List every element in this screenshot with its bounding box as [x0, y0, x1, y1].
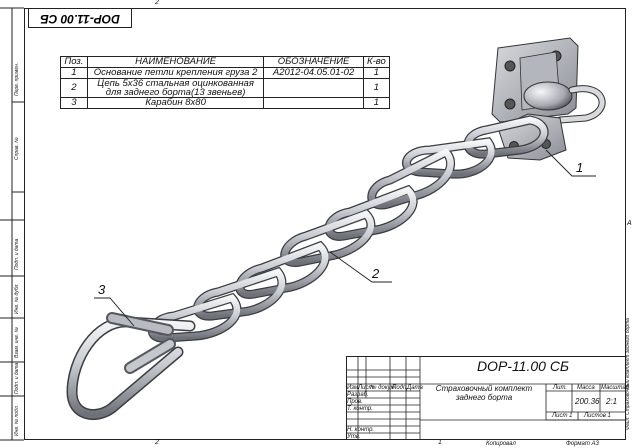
zone-mark-right: A	[627, 220, 632, 227]
leader-1	[545, 149, 596, 177]
leader-2	[329, 251, 392, 283]
leader-3	[94, 297, 135, 327]
row-qty: 1	[362, 97, 391, 109]
tb-header-list: Лист	[358, 385, 374, 391]
callout-1: 1	[576, 160, 584, 175]
row-name: Карабин 8х80	[86, 97, 265, 109]
zone-mark-bottom-mid: 1	[438, 439, 442, 446]
table-row: 1 Основание петли крепления груза 2 А201…	[60, 67, 391, 79]
callout-3: 3	[98, 282, 106, 297]
tb-scale-label: Масштаб	[601, 385, 630, 391]
parts-table: Поз. НАИМЕНОВАНИЕ ОБОЗНАЧЕНИЕ К-во 1 Осн…	[60, 56, 391, 109]
tb-sheet: Лист 1	[552, 413, 573, 419]
tb-header-sign: Подп.	[392, 385, 408, 391]
zone-mark-bottom-left: 2	[155, 439, 159, 446]
tb-mass-label: Масса	[577, 385, 595, 391]
tb-role-nkontr: Н. контр.	[347, 427, 375, 433]
tb-role-utv: Утв.	[347, 434, 361, 440]
tb-copied: Копировал	[486, 441, 516, 447]
tb-header-doc: № докум.	[370, 385, 397, 391]
tb-scale-value: 2:1	[606, 397, 618, 406]
left-strip-lines	[0, 7, 24, 441]
tb-role-prov: Пров.	[347, 399, 363, 405]
drawing-frame	[24, 8, 626, 440]
callout-2: 2	[372, 266, 380, 281]
table-row: 3 Карабин 8х80 1	[60, 97, 391, 109]
tb-header-izm: Изм.	[347, 385, 360, 391]
tb-role-razrab: Разраб.	[347, 392, 369, 398]
tb-lit-label: Лит.	[553, 385, 568, 391]
tb-header-date: Дата	[407, 385, 423, 391]
drawing-code-box	[28, 8, 132, 28]
chain	[147, 115, 549, 343]
tb-sheets: Листов 1	[584, 413, 611, 419]
title-product-name: Страховочный комплект заднего борта	[435, 384, 533, 402]
tb-mass-value: 200.36	[575, 397, 600, 406]
carabiner	[66, 312, 196, 421]
title-designation: DOP-11.00 СБ	[476, 358, 570, 374]
tb-format: Формат А3	[566, 441, 599, 447]
zone-mark-top: 2	[155, 0, 159, 6]
tb-role-tkontr: Т. контр.	[347, 406, 373, 412]
